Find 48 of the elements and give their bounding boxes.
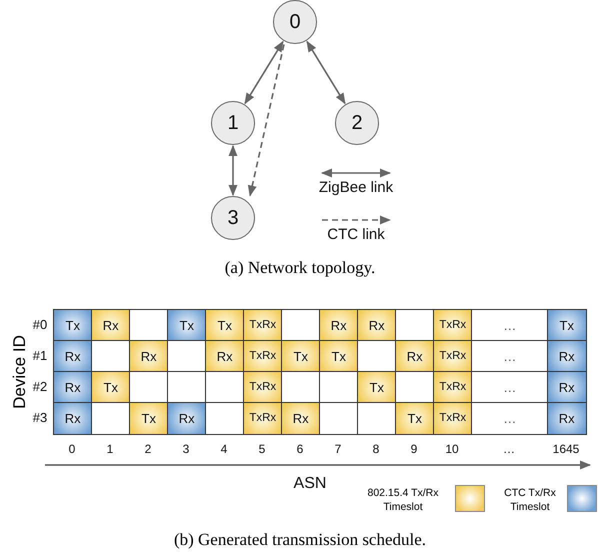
axis-tick-label: 6 — [296, 442, 304, 456]
axis-title: Device ID — [10, 335, 30, 409]
row-label: #0 — [32, 317, 48, 332]
timeslot-cell: Rx — [167, 402, 206, 434]
figure-caption: (b) Generated transmission schedule. — [174, 530, 426, 550]
timeslot-cell: … — [471, 371, 548, 404]
device-node-circle: 1 — [211, 101, 255, 145]
link-arrow — [306, 40, 346, 104]
axis-title: ASN — [294, 475, 326, 493]
device-node-circle: 2 — [335, 101, 379, 145]
row-label: #3 — [32, 410, 48, 425]
axis-tick-label: 7 — [334, 442, 342, 456]
timeslot-cell: Rx — [53, 402, 92, 434]
timeslot-cell: Rx — [281, 402, 320, 434]
axis-tick-label: 2 — [144, 442, 152, 456]
legend-label: ZigBee link — [318, 179, 394, 196]
link-arrow — [228, 144, 238, 196]
legend-label: CTC Tx/Rx Timeslot — [503, 486, 557, 514]
row-label: #1 — [32, 348, 48, 363]
timeslot-cell: Tx — [395, 402, 434, 434]
figure-caption: (a) Network topology. — [224, 258, 376, 278]
timeslot-cell: Tx — [547, 309, 586, 342]
timeslot-cell: … — [471, 340, 548, 372]
link-arrow — [248, 44, 285, 197]
timeslot-cell: … — [471, 309, 548, 342]
axis-tick-label: 5 — [258, 442, 266, 456]
axis-tick-label: 1645 — [552, 442, 580, 456]
timeslot-cell: … — [471, 402, 548, 434]
link-arrow — [244, 40, 284, 104]
timeslot-cell: Tx — [129, 402, 168, 434]
timeslot-cell: Rx — [547, 371, 586, 404]
legend-label: 802.15.4 Tx/Rx Timeslot — [366, 486, 440, 514]
axis-tick-label: 1 — [106, 442, 114, 456]
axis-tick-label: 0 — [68, 442, 76, 456]
timeslot-cell: Rx — [547, 340, 586, 372]
axis-tick-label: … — [503, 442, 515, 456]
device-node-circle: 3 — [211, 196, 255, 240]
axis-tick-label: 4 — [220, 442, 228, 456]
axis-tick-label: 8 — [372, 442, 380, 456]
device-node-circle: 0 — [273, 0, 317, 44]
timeslot-cell: Rx — [547, 402, 586, 434]
timeslot-cell: TxRx — [433, 402, 472, 434]
axis-tick-label: 3 — [182, 442, 190, 456]
timeslot-cell: TxRx — [243, 402, 282, 434]
axis-tick-label: 10 — [445, 442, 459, 456]
row-label: #2 — [32, 379, 48, 394]
legend-label: CTC link — [327, 226, 385, 243]
axis-tick-label: 9 — [410, 442, 418, 456]
